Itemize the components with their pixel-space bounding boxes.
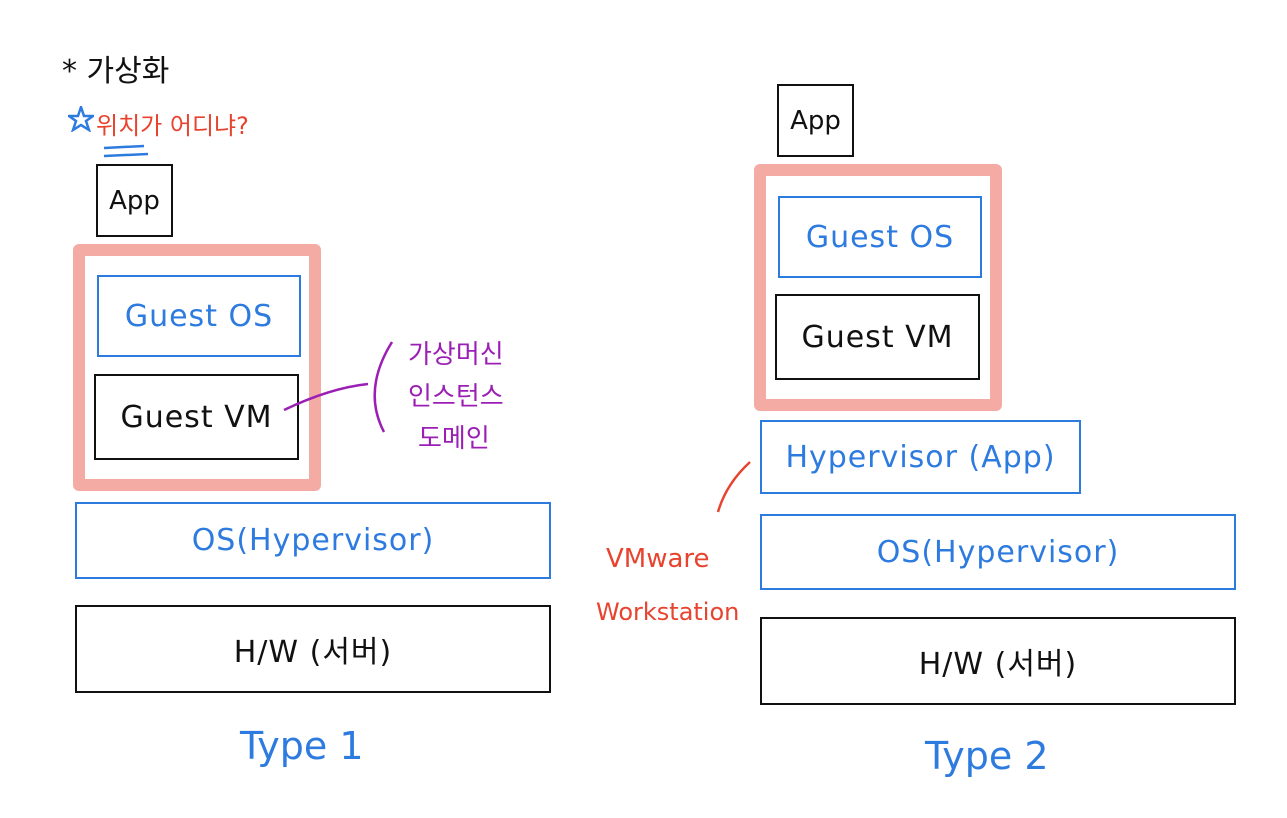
type2-app-box: App [777,84,854,157]
note-where: 위치가 어디냐? [96,112,249,140]
type2-os-box: OS(Hypervisor) [760,514,1236,590]
type1-guest-vm-box: Guest VM [94,374,299,460]
type2-app-label: App [790,105,841,136]
type1-os-box: OS(Hypervisor) [75,502,551,579]
type1-label: Type 1 [240,724,364,768]
star-icon [65,103,97,133]
type1-os-label: OS(Hypervisor) [191,523,435,558]
type1-side-note-2: 인스턴스 [408,382,504,412]
type1-hw-box: H/W (서버) [75,605,551,693]
type2-side-note-2: Workstation [596,598,740,626]
type2-guest-os-label: Guest OS [805,219,955,255]
type2-side-note-1: VMware [606,544,710,574]
type2-os-label: OS(Hypervisor) [876,534,1120,570]
type2-label: Type 2 [925,734,1049,778]
type1-hw-label: H/W (서버) [233,635,393,670]
type2-guest-vm-box: Guest VM [775,294,980,380]
type2-hw-box: H/W (서버) [760,617,1236,705]
type2-hypervisor-box: Hypervisor (App) [760,420,1081,494]
heading: * 가상화 [62,46,169,90]
type2-guest-os-box: Guest OS [778,196,982,278]
type2-hypervisor-label: Hypervisor (App) [785,439,1056,475]
type1-guest-os-label: Guest OS [124,298,274,334]
type1-guest-os-box: Guest OS [97,275,301,357]
type1-vm-frame [73,244,321,491]
type1-guest-vm-label: Guest VM [120,399,273,435]
type2-hw-label: H/W (서버) [918,647,1078,682]
type1-side-note-3: 도메인 [418,424,490,454]
type1-app-label: App [109,185,160,216]
type2-vm-frame [754,164,1002,411]
asterisk-icon: * [62,54,77,89]
heading-title: 가상화 [86,54,170,89]
type1-side-note-1: 가상머신 [408,340,504,370]
type1-app-box: App [96,164,173,237]
type2-guest-vm-label: Guest VM [801,319,954,355]
